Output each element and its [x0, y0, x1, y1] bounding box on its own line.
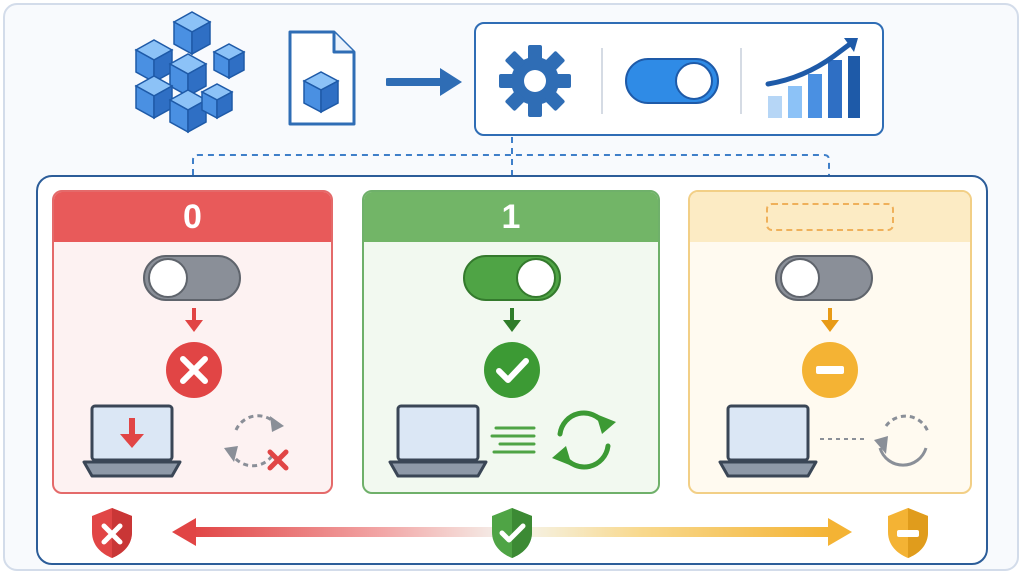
divider — [740, 48, 742, 114]
laptop-icon — [386, 402, 490, 480]
arrow-right-icon — [386, 64, 464, 100]
shield-x-icon — [88, 506, 136, 560]
check-circle-icon — [482, 340, 542, 400]
toggle-off-icon — [774, 254, 874, 302]
card-header — [690, 192, 970, 242]
shield-minus-icon — [884, 506, 932, 560]
laptop-icon — [716, 402, 820, 480]
dashed-link-line — [818, 436, 868, 442]
card-value-1: 1 — [362, 190, 660, 494]
minus-circle-icon — [800, 340, 860, 400]
card-header-label: 1 — [501, 197, 521, 236]
laptop-download-icon — [80, 402, 184, 480]
registry-file-icon — [286, 28, 358, 128]
sync-idle-icon — [866, 402, 942, 478]
bar-chart-growth-icon — [764, 34, 864, 124]
sync-active-icon — [546, 402, 622, 478]
arrow-down-icon — [500, 306, 524, 334]
motion-lines-icon — [490, 422, 540, 458]
card-value-0: 0 — [52, 190, 333, 494]
shield-check-icon — [488, 506, 536, 560]
toggle-on-icon — [462, 254, 562, 302]
card-header: 1 — [364, 192, 658, 242]
registry-cubes-icon — [130, 10, 260, 140]
divider — [601, 48, 603, 114]
empty-label-placeholder — [766, 203, 894, 231]
toggle-on-icon — [624, 57, 720, 105]
x-circle-icon — [164, 340, 224, 400]
sync-failed-icon — [214, 404, 298, 478]
settings-panel — [474, 22, 884, 136]
toggle-off-icon — [142, 254, 242, 302]
card-value-undefined — [688, 190, 972, 494]
card-header-label: 0 — [183, 197, 202, 236]
dashed-connectors — [0, 0, 1024, 200]
card-header: 0 — [54, 192, 331, 242]
arrow-down-icon — [182, 306, 206, 334]
arrow-down-icon — [818, 306, 842, 334]
gear-icon — [496, 42, 574, 120]
